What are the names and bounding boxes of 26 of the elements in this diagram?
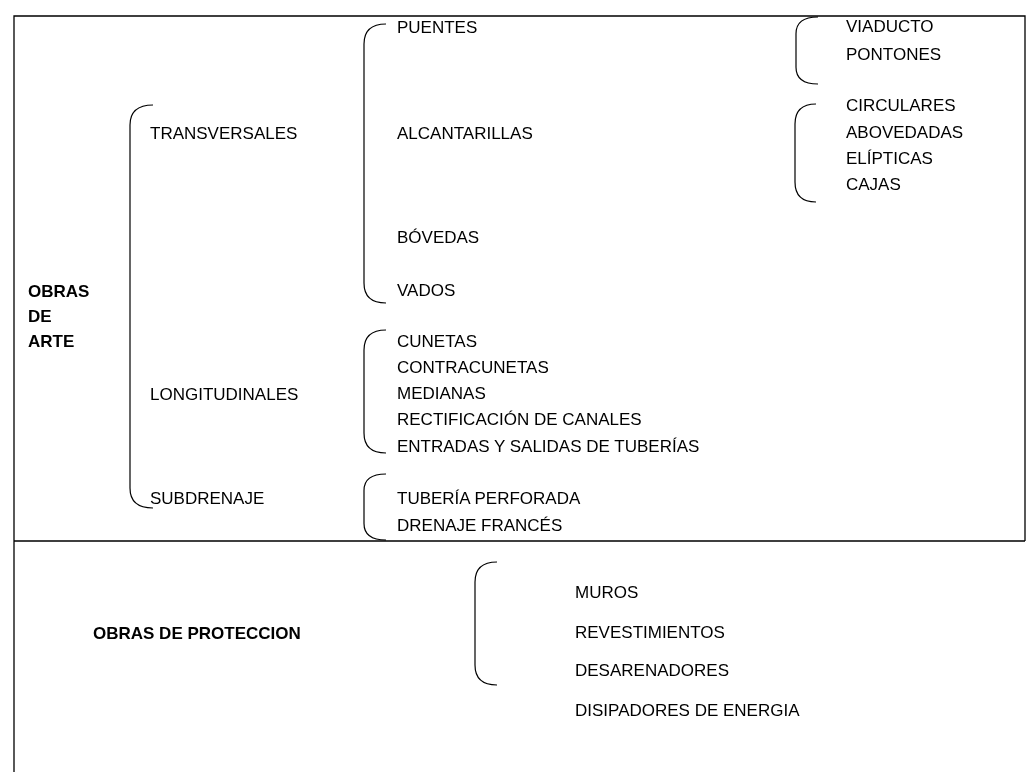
- item-label: MUROS: [575, 583, 639, 603]
- item-label: DRENAJE FRANCÉS: [397, 516, 563, 536]
- item-label: ALCANTARILLAS: [397, 124, 533, 144]
- item-label: VIADUCTO: [846, 17, 934, 37]
- item-label: ENTRADAS Y SALIDAS DE TUBERÍAS: [397, 437, 700, 457]
- item-label: REVESTIMIENTOS: [575, 623, 725, 643]
- item-label: RECTIFICACIÓN DE CANALES: [397, 410, 642, 430]
- item-label: PUENTES: [397, 18, 478, 38]
- item-label: PONTONES: [846, 45, 942, 65]
- item-label: TRANSVERSALES: [150, 124, 298, 144]
- item-label: DISIPADORES DE ENERGIA: [575, 701, 800, 721]
- item-label: CAJAS: [846, 175, 901, 195]
- item-label: CONTRACUNETAS: [397, 358, 549, 378]
- item-label: ABOVEDADAS: [846, 123, 964, 143]
- item-label: MEDIANAS: [397, 384, 486, 404]
- item-label: TUBERÍA PERFORADA: [397, 489, 581, 509]
- item-label: CIRCULARES: [846, 96, 956, 116]
- item-label: LONGITUDINALES: [150, 385, 299, 405]
- item-label: BÓVEDAS: [397, 228, 480, 248]
- item-label: SUBDRENAJE: [150, 489, 265, 509]
- item-label: VADOS: [397, 281, 456, 301]
- item-label: ELÍPTICAS: [846, 149, 933, 169]
- item-label: CUNETAS: [397, 332, 477, 352]
- item-label: DESARENADORES: [575, 661, 729, 681]
- category-heading: OBRAS DE PROTECCION: [93, 624, 301, 644]
- category-heading: OBRAS DE ARTE: [28, 281, 90, 353]
